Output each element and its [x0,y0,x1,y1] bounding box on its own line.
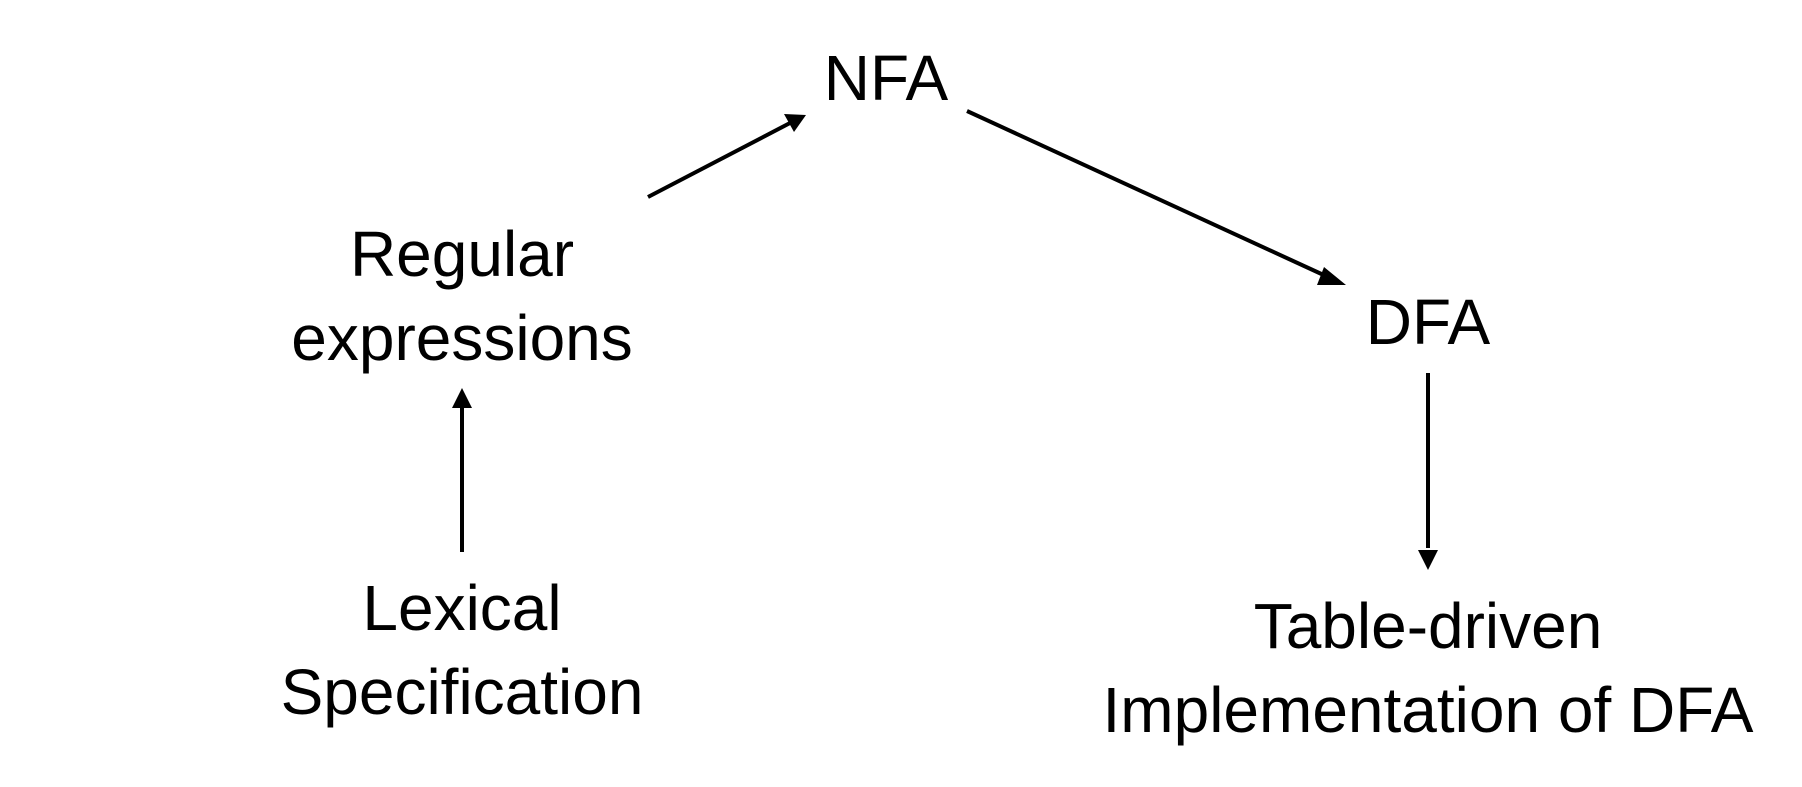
node-dfa-label: DFA [1365,286,1491,358]
arrowhead-dfa-to-table [1418,550,1438,570]
node-table-driven-implementation: Table-driven Implementation of DFA [1103,584,1754,752]
node-nfa: NFA [824,36,948,120]
node-table-label-line-1: Table-driven [1253,590,1603,662]
node-regex-label-line-1: Regular [349,218,575,290]
arrow-nfa-to-dfa [966,109,1329,279]
node-lexical-label-line-1: Lexical [362,572,562,644]
arrowhead-lexical-to-regex [452,388,472,408]
node-nfa-label: NFA [823,42,949,114]
node-regex-label-line-2: expressions [291,302,633,374]
node-table-label-line-2: Implementation of DFA [1102,674,1754,746]
node-lexical-label-line-2: Specification [280,656,644,728]
node-lexical-specification: Lexical Specification [281,566,644,734]
arrowhead-nfa-to-dfa [1317,267,1346,285]
node-dfa: DFA [1366,280,1490,364]
node-regular-expressions: Regular expressions [291,212,633,380]
arrowhead-regex-to-nfa [784,114,806,132]
arrow-regex-to-nfa [647,121,791,199]
